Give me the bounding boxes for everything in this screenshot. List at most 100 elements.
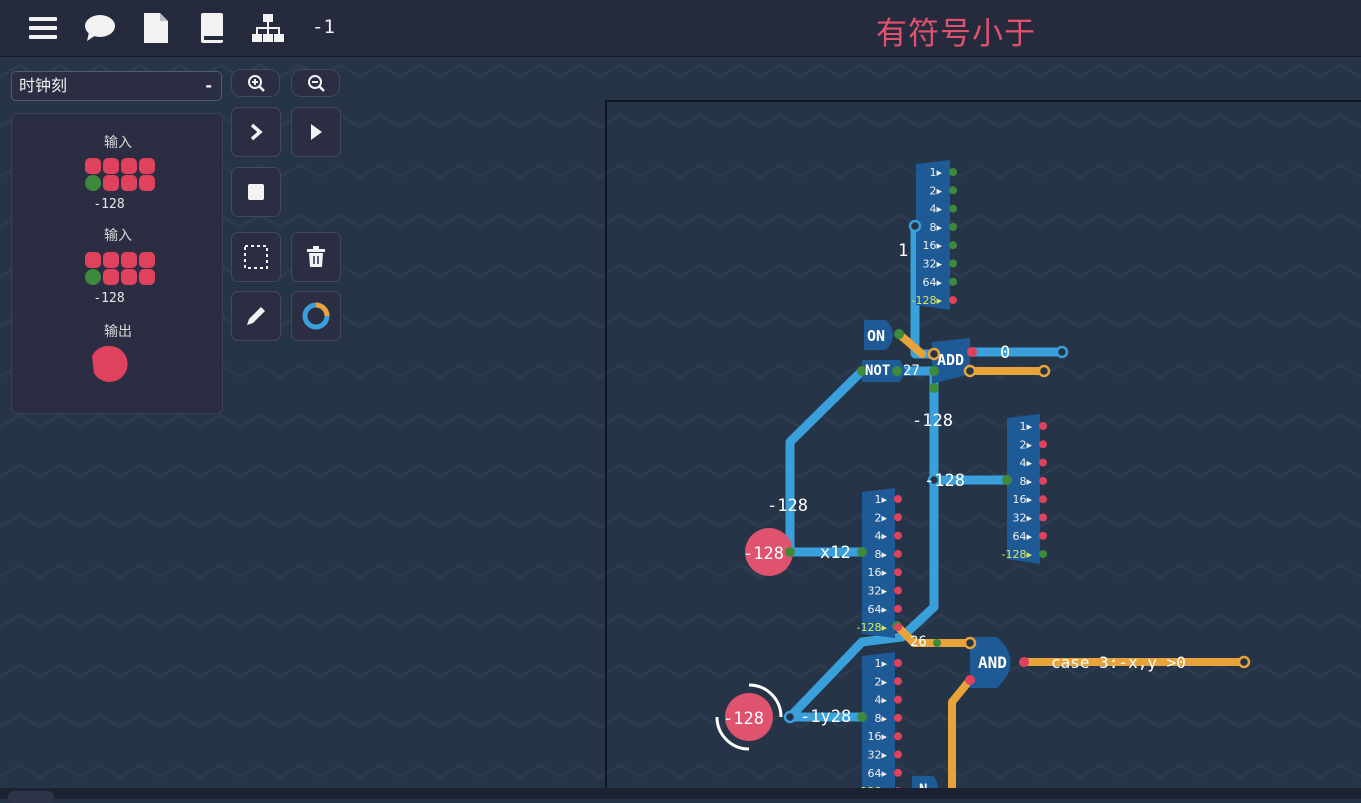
color-wheel-icon xyxy=(302,302,330,330)
zoom-out-button[interactable] xyxy=(291,69,340,97)
add-gate[interactable] xyxy=(932,338,970,384)
selection-icon xyxy=(244,245,268,269)
splitter-bit-label: 1▸ xyxy=(874,493,887,506)
blue-wires xyxy=(785,221,1067,722)
zoom-in-button[interactable] xyxy=(231,69,280,97)
splitter-bit-label: 1▸ xyxy=(874,657,887,670)
splitter-bit-label: 16▸ xyxy=(867,730,887,743)
scroll-handle[interactable] xyxy=(8,791,54,803)
splitter-bit-pin xyxy=(1039,422,1047,430)
file-icon[interactable] xyxy=(140,12,172,44)
input-x-node[interactable] xyxy=(745,528,793,576)
splitter-bit-pin xyxy=(1039,513,1047,522)
collapse-icon[interactable]: - xyxy=(205,76,212,95)
splitter-bit-label: -128▸ xyxy=(857,621,888,634)
splitter-bit-label: 16▸ xyxy=(1012,493,1032,506)
splitter-bit-label: 64▸ xyxy=(1012,530,1032,543)
hierarchy-icon[interactable] xyxy=(252,12,284,44)
input1-bits[interactable] xyxy=(85,158,157,192)
splitter-bit-pin xyxy=(949,259,957,268)
splitter-bit-pin xyxy=(894,750,902,759)
io-panel: 输入 -128 输入 -128 输出 xyxy=(11,113,223,414)
input2-label: 输入 xyxy=(104,228,132,244)
wire-not-value: 27 xyxy=(903,363,920,379)
splitter-bit-pin xyxy=(894,713,902,722)
wire-label-minus128-a: -128 xyxy=(912,411,953,431)
input-y-node[interactable] xyxy=(725,693,773,741)
splitter-right[interactable] xyxy=(1007,414,1040,564)
splitter-bit-pin xyxy=(1039,440,1047,449)
splitter-top[interactable] xyxy=(916,160,950,310)
wire-label-minus128-b: -128 xyxy=(924,471,965,491)
selection-arc xyxy=(748,683,783,718)
on-gate[interactable] xyxy=(864,320,893,350)
top-bar: -1 有符号小于 xyxy=(0,0,1361,57)
and-gate-label: AND xyxy=(978,653,1007,672)
color-button[interactable] xyxy=(291,291,341,341)
pencil-icon xyxy=(247,307,265,325)
input-x-value: -128 xyxy=(743,544,784,564)
stop-icon xyxy=(248,184,264,200)
splitter-bit-label: 4▸ xyxy=(929,203,942,216)
splitter-bottom[interactable] xyxy=(862,652,895,799)
chevron-right-icon xyxy=(250,123,263,141)
splitter-mid[interactable] xyxy=(862,488,895,638)
splitter-bit-label: 16▸ xyxy=(867,566,887,579)
splitter-bit-pin xyxy=(1039,476,1047,485)
splitter-bit-label: 64▸ xyxy=(867,603,887,616)
step-button[interactable] xyxy=(231,107,281,157)
input2-value: -128 xyxy=(93,291,125,306)
input1-label: 输入 xyxy=(104,135,132,151)
select-button[interactable] xyxy=(231,232,281,282)
splitter-bit-label: 2▸ xyxy=(929,184,942,197)
zoom-out-icon xyxy=(307,75,325,92)
splitter-bit-label: 4▸ xyxy=(1019,457,1032,470)
orange-wires xyxy=(893,330,1248,799)
splitter-bit-pin xyxy=(949,277,957,286)
splitter-bit-pin xyxy=(894,586,902,595)
splitter-bit-label: 1▸ xyxy=(929,166,942,179)
menu-icon[interactable] xyxy=(27,12,59,44)
circuit-canvas[interactable]: 1▸2▸4▸8▸16▸32▸64▸-128▸1▸2▸4▸8▸16▸32▸64▸-… xyxy=(605,100,1361,799)
output-label: 输出 xyxy=(104,324,132,340)
splitter-bit-pin xyxy=(949,168,957,176)
splitter-bit-pin xyxy=(949,204,957,213)
and-gate[interactable] xyxy=(970,637,1011,688)
play-icon xyxy=(311,124,322,140)
level-title: 有符号小于 xyxy=(876,16,1036,52)
splitter-bit-pin xyxy=(894,568,902,577)
splitter-bit-pin xyxy=(949,222,957,231)
splitter-bit-pin xyxy=(894,732,902,741)
splitter-bit-pin xyxy=(894,604,902,613)
not-gate-label: NOT xyxy=(865,363,890,379)
splitter-bit-pin xyxy=(949,241,957,250)
pencil-button[interactable] xyxy=(231,291,281,341)
input2-bits[interactable] xyxy=(85,252,157,286)
splitter-bit-label: 64▸ xyxy=(922,276,942,289)
splitter-bit-pin xyxy=(949,296,957,305)
splitter-bit-pin xyxy=(894,659,902,667)
splitter-bit-pin xyxy=(894,531,902,540)
splitter-bit-pin xyxy=(894,768,902,777)
connection-pins xyxy=(783,219,1251,724)
comment-case3: case 3:-x,y >0 xyxy=(1051,653,1186,672)
splitter-bit-pin xyxy=(1039,531,1047,540)
splitter-bit-pin xyxy=(949,186,957,195)
splitter-bit-pin xyxy=(894,695,902,704)
stop-button[interactable] xyxy=(231,167,281,217)
splitter-bit-label: 8▸ xyxy=(1019,475,1032,488)
input1-value: -128 xyxy=(93,197,125,212)
speed-select[interactable]: 时钟刻 - xyxy=(11,71,222,101)
not-gate[interactable] xyxy=(862,360,906,382)
splitter-bit-pin xyxy=(894,549,902,558)
splitter-bit-label: 2▸ xyxy=(1019,438,1032,451)
delete-button[interactable] xyxy=(291,232,341,282)
input-y-value: -128 xyxy=(723,709,764,729)
splitter-bit-pin xyxy=(894,513,902,522)
comment-icon[interactable] xyxy=(84,12,116,44)
splitter-bit-pin xyxy=(894,623,902,632)
book-icon[interactable] xyxy=(196,12,228,44)
play-button[interactable] xyxy=(291,107,341,157)
on-gate-label: ON xyxy=(867,327,885,345)
splitter-bit-label: 8▸ xyxy=(874,712,887,725)
